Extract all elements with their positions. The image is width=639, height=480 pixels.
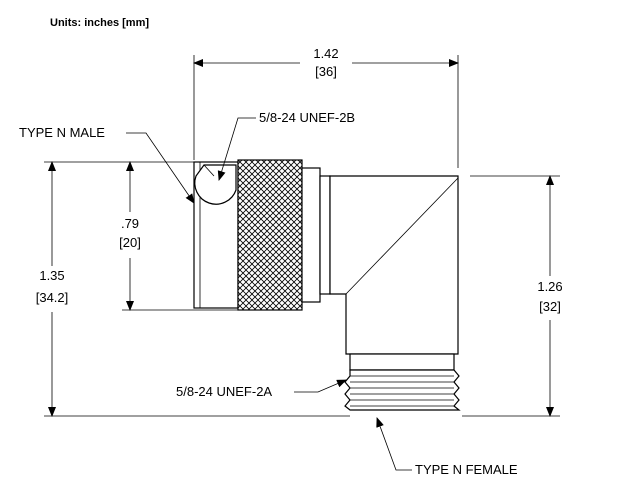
male-pin-cutout [194,164,237,205]
overall-height-mm: [34.2] [36,290,69,305]
collar [301,167,321,303]
dimension-male-height: .79 [20] [119,161,238,311]
dimension-overall-width: 1.42 [36] [193,46,459,168]
female-neck [349,353,455,371]
type-n-male-label: TYPE N MALE [19,125,105,140]
callout-thread-female: 5/8-24 UNEF-2A [176,379,347,399]
thread-female-label: 5/8-24 UNEF-2A [176,384,272,399]
right-angle-body [329,175,459,355]
dimension-body-height: 1.26 [32] [462,175,563,417]
body-height-inches: 1.26 [537,279,562,294]
callout-type-n-female: TYPE N FEMALE [376,417,518,477]
female-thread [344,369,461,411]
body-height-mm: [32] [539,299,561,314]
type-n-female-label: TYPE N FEMALE [415,462,518,477]
dimension-overall-height: 1.35 [34.2] [36,161,350,417]
collar-step [319,175,331,295]
knurled-coupling-nut [237,159,303,311]
width-inches: 1.42 [313,46,338,61]
units-note: Units: inches [mm] [50,17,149,29]
male-height-mm: [20] [119,235,141,250]
connector-body [193,159,461,411]
callout-type-n-male: TYPE N MALE [19,125,195,204]
male-height-inches: .79 [121,216,139,231]
thread-male-label: 5/8-24 UNEF-2B [259,110,355,125]
width-mm: [36] [315,64,337,79]
overall-height-inches: 1.35 [39,268,64,283]
callout-thread-male: 5/8-24 UNEF-2B [217,110,355,181]
